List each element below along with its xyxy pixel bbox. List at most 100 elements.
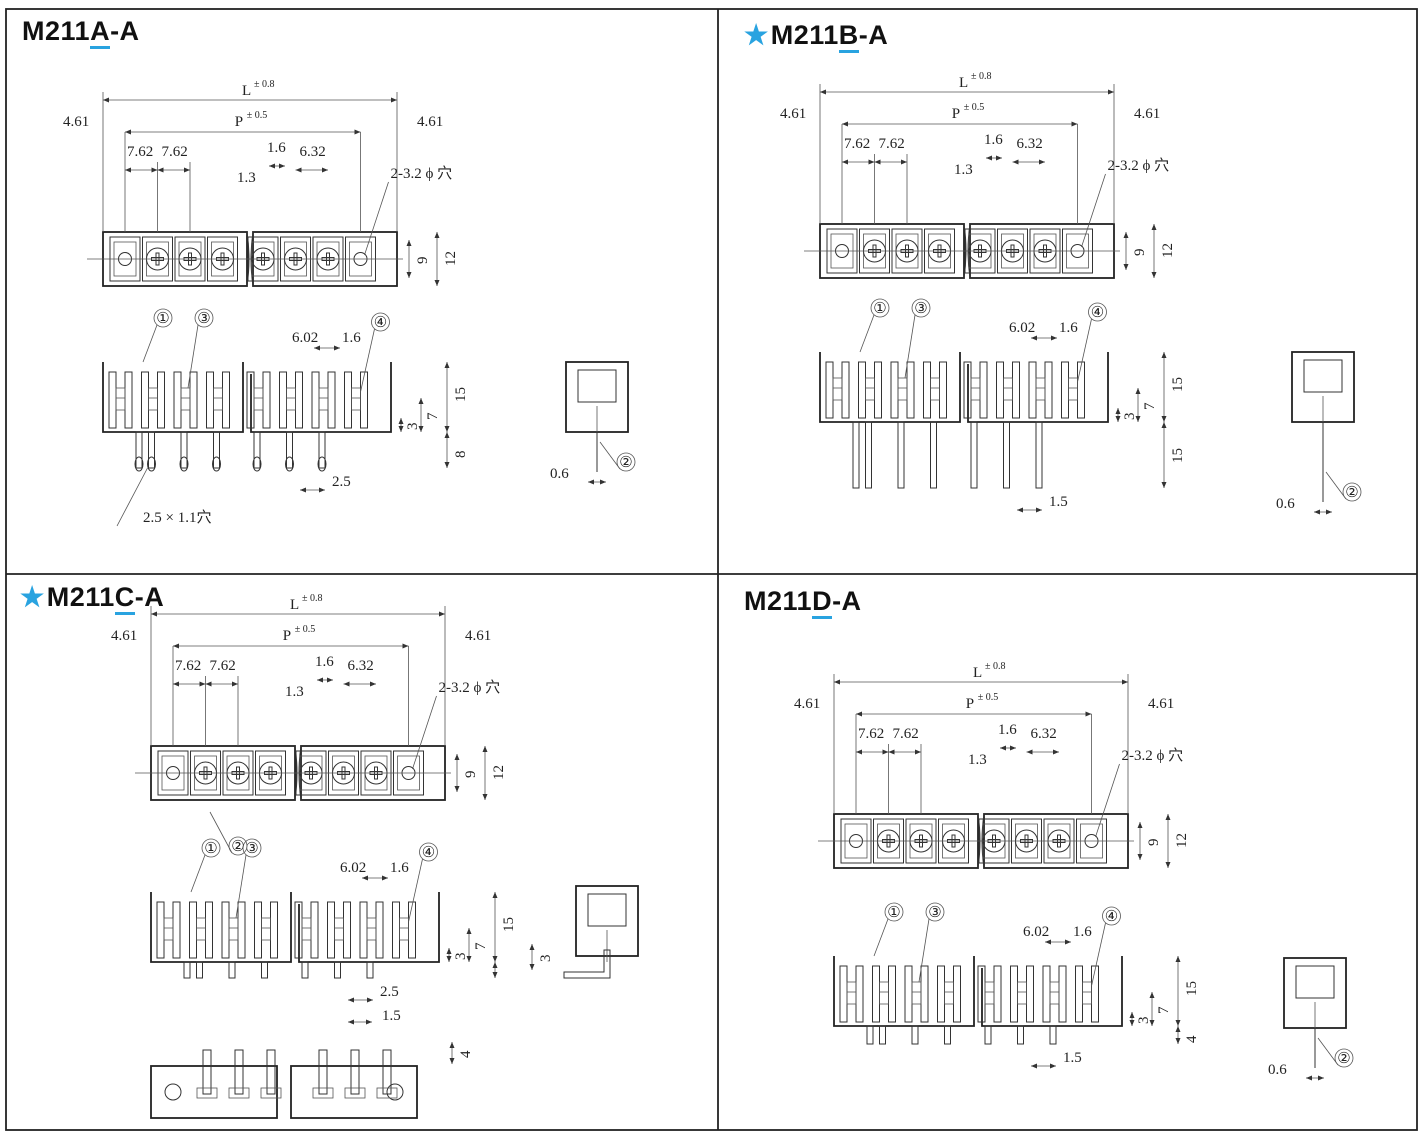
barrier-wall xyxy=(939,361,947,419)
arrow-head xyxy=(454,754,460,760)
dimension-height: 7 xyxy=(425,412,441,420)
arrow-head xyxy=(1149,992,1155,998)
arrow-head xyxy=(1031,335,1037,341)
phillips-screw-icon xyxy=(369,766,383,780)
contact-clamp xyxy=(1035,377,1046,401)
contact-clamp xyxy=(832,377,843,401)
dimension-height: 9 xyxy=(1132,249,1148,257)
leader-line xyxy=(235,854,247,919)
phillips-screw-icon xyxy=(947,834,960,848)
bottom-pin xyxy=(350,1049,360,1095)
tolerance-l: ± 0.8 xyxy=(254,79,275,90)
bottom-pin xyxy=(234,1049,244,1095)
contact-clamp xyxy=(253,387,264,411)
contact-clamp xyxy=(879,981,889,1005)
dimension-pin-width: 1.5 xyxy=(1063,1050,1082,1066)
leader-line xyxy=(918,918,930,983)
bottom-body-left xyxy=(150,1065,278,1119)
pin-eyelet xyxy=(317,456,327,472)
callout-number: ③ xyxy=(245,841,258,857)
side-body-left xyxy=(150,892,292,963)
contact-clamp xyxy=(984,981,995,1005)
dimension-pitch: 7.62 xyxy=(879,136,905,152)
arrow-head xyxy=(367,997,373,1003)
solder-pin xyxy=(984,1025,992,1045)
barrier-wall xyxy=(327,371,336,429)
arrow-head xyxy=(996,155,1002,161)
arrow-head xyxy=(418,426,424,432)
dimension-height: 12 xyxy=(443,251,459,266)
dimension-pitch: 7.62 xyxy=(127,144,153,160)
arrow-head xyxy=(151,611,157,617)
solder-pin xyxy=(148,431,155,469)
phillips-screw-icon xyxy=(1052,834,1066,848)
arrow-head xyxy=(1161,416,1167,422)
arrow-head xyxy=(454,786,460,792)
bottom-pad xyxy=(312,1087,334,1099)
barrier-wall xyxy=(1061,361,1069,419)
panel-c-bottom-view: 41.5②3 xyxy=(150,811,611,1119)
arrow-head xyxy=(382,875,388,881)
arrow-head xyxy=(834,679,840,685)
dimension-gap: 1.6 xyxy=(267,140,286,156)
arrow-head xyxy=(1175,1020,1181,1026)
arrow-head xyxy=(1149,1020,1155,1026)
dimension-pitch: 7.62 xyxy=(893,726,919,742)
phillips-screw-icon xyxy=(1006,244,1019,258)
tolerance-l: ± 0.8 xyxy=(302,593,323,604)
dimension-pin-length: 8 xyxy=(453,451,469,459)
callout-circle xyxy=(1102,906,1121,926)
arrow-head xyxy=(103,97,109,103)
solder-pin xyxy=(261,961,268,979)
arrow-head xyxy=(449,1058,455,1064)
tolerance-p: ± 0.5 xyxy=(964,102,985,113)
leader-line xyxy=(209,811,233,854)
callout-circle xyxy=(194,308,214,328)
side-body-right xyxy=(298,892,440,963)
arrow-head xyxy=(446,956,452,962)
arrow-head xyxy=(434,232,440,238)
arrow-head xyxy=(588,479,594,485)
leader-line xyxy=(904,314,916,379)
tolerance-p: ± 0.5 xyxy=(295,624,316,635)
star-icon: ★ xyxy=(744,20,769,50)
dimension-side-gap: 6.02 xyxy=(340,860,366,876)
arrow-head xyxy=(151,167,158,173)
side-body-right xyxy=(967,352,1109,423)
barrier-wall xyxy=(1044,361,1053,419)
arrow-head xyxy=(1151,224,1157,230)
arrow-head xyxy=(406,272,412,278)
bottom-pad xyxy=(344,1087,366,1099)
phillips-screw-icon xyxy=(987,834,1001,848)
solder-pin xyxy=(334,961,341,979)
callout-number: ③ xyxy=(928,905,941,921)
dimension-pin-width: 1.5 xyxy=(382,1008,401,1024)
arrow-head xyxy=(1137,854,1143,860)
dimension-pin-height: 3 xyxy=(538,955,554,963)
solder-pin xyxy=(1035,421,1043,489)
barrier-wall xyxy=(295,371,303,429)
phillips-screw-icon xyxy=(321,252,335,266)
solder-pin xyxy=(183,961,191,979)
arrow-head xyxy=(406,240,412,246)
barrier-wall xyxy=(1077,361,1085,419)
arrow-head xyxy=(199,681,206,687)
barrier-wall xyxy=(360,371,368,429)
barrier-wall xyxy=(888,965,896,1023)
arrow-head xyxy=(1135,388,1141,394)
tolerance-p: ± 0.5 xyxy=(978,692,999,703)
arrow-head xyxy=(173,643,179,649)
barrier-wall xyxy=(141,371,149,429)
barrier-wall xyxy=(237,901,246,959)
dimension-height: 12 xyxy=(1174,833,1190,848)
callout-number: ② xyxy=(231,839,244,855)
callout-number: ③ xyxy=(914,301,927,317)
dimension-p: P xyxy=(235,114,243,130)
callout-number: ④ xyxy=(374,315,387,331)
contact-clamp xyxy=(897,377,908,401)
contact-clamp xyxy=(301,917,312,941)
leader-line xyxy=(187,324,199,389)
